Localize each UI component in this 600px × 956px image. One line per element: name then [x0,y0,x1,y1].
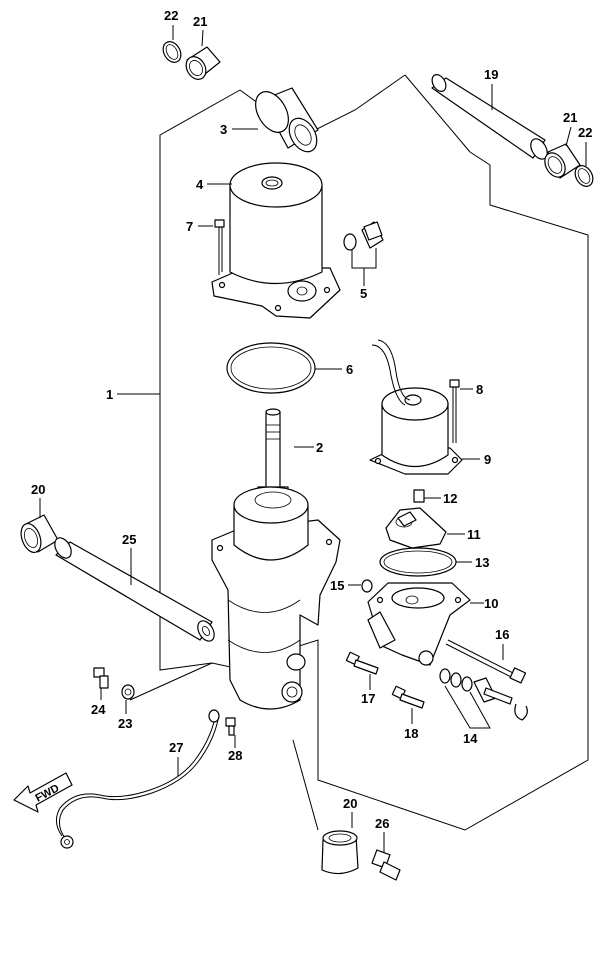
label-22-right: 22 [578,125,592,140]
shaft-25 [54,537,215,642]
label-9: 9 [484,452,491,467]
label-27: 27 [169,740,183,755]
fitting-5 [343,221,384,251]
shaft-19 [431,74,548,160]
label-19: 19 [484,67,498,82]
main-cylinder [211,486,341,710]
label-13: 13 [475,555,489,570]
ground-wire-27 [56,709,220,849]
washer-23 [121,684,135,700]
label-7: 7 [186,219,193,234]
label-25: 25 [122,532,136,547]
label-12: 12 [443,491,457,506]
label-2: 2 [316,440,323,455]
label-26: 26 [375,816,389,831]
bushing-3 [255,87,319,153]
pump-body-10 [367,582,471,666]
o-ring-15 [361,579,373,593]
circlip-22-right [574,165,594,187]
assembly-boundary [159,89,589,831]
fwd-arrow-icon: FWD [13,772,73,813]
label-20-left: 20 [31,482,45,497]
assembly-boundary-lower [129,662,213,701]
assembly-boundary-link-3 [314,74,406,131]
assembly-boundary-link-19 [404,74,471,153]
screw-28 [225,717,236,736]
plate-11 [385,507,447,549]
motor-9 [369,339,463,475]
label-23: 23 [118,716,132,731]
o-ring-13 [379,547,457,577]
screw-8 [449,379,460,443]
label-1: 1 [106,387,113,402]
o-ring-6 [226,342,316,394]
bushing-21-right [544,143,581,179]
label-21-top: 21 [193,14,207,29]
valve-14 [439,668,528,721]
label-28: 28 [228,748,242,763]
label-20-bottom: 20 [343,796,357,811]
label-16: 16 [495,627,509,642]
circlip-22-top [162,41,182,63]
label-17: 17 [361,691,375,706]
bolt-17 [345,651,379,675]
label-24: 24 [91,702,106,717]
bushing-20-bottom [321,830,359,875]
leader-lines [39,25,587,852]
assembly-boundary-bottom [292,739,319,831]
label-14: 14 [463,731,478,746]
bolt-26 [371,849,401,881]
label-8: 8 [476,382,483,397]
bolt-16 [445,639,527,684]
fwd-label: FWD [34,782,62,804]
bushing-21-top [185,46,221,80]
label-11: 11 [467,527,481,542]
label-10: 10 [484,596,498,611]
screw-24 [93,667,109,689]
label-15: 15 [330,578,344,593]
label-22-top: 22 [164,8,178,23]
bolt-18 [391,685,425,709]
label-6: 6 [346,362,353,377]
bushing-20-left [20,514,59,554]
label-4: 4 [196,177,204,192]
label-21-right: 21 [563,110,577,125]
label-18: 18 [404,726,418,741]
label-3: 3 [220,122,227,137]
screw-7 [214,219,225,275]
label-5: 5 [360,286,367,301]
coupling-12 [413,489,425,503]
reservoir-4 [211,162,341,319]
callout-labels: 1 2 3 4 5 6 7 8 9 10 11 12 13 14 15 16 1… [31,8,592,831]
